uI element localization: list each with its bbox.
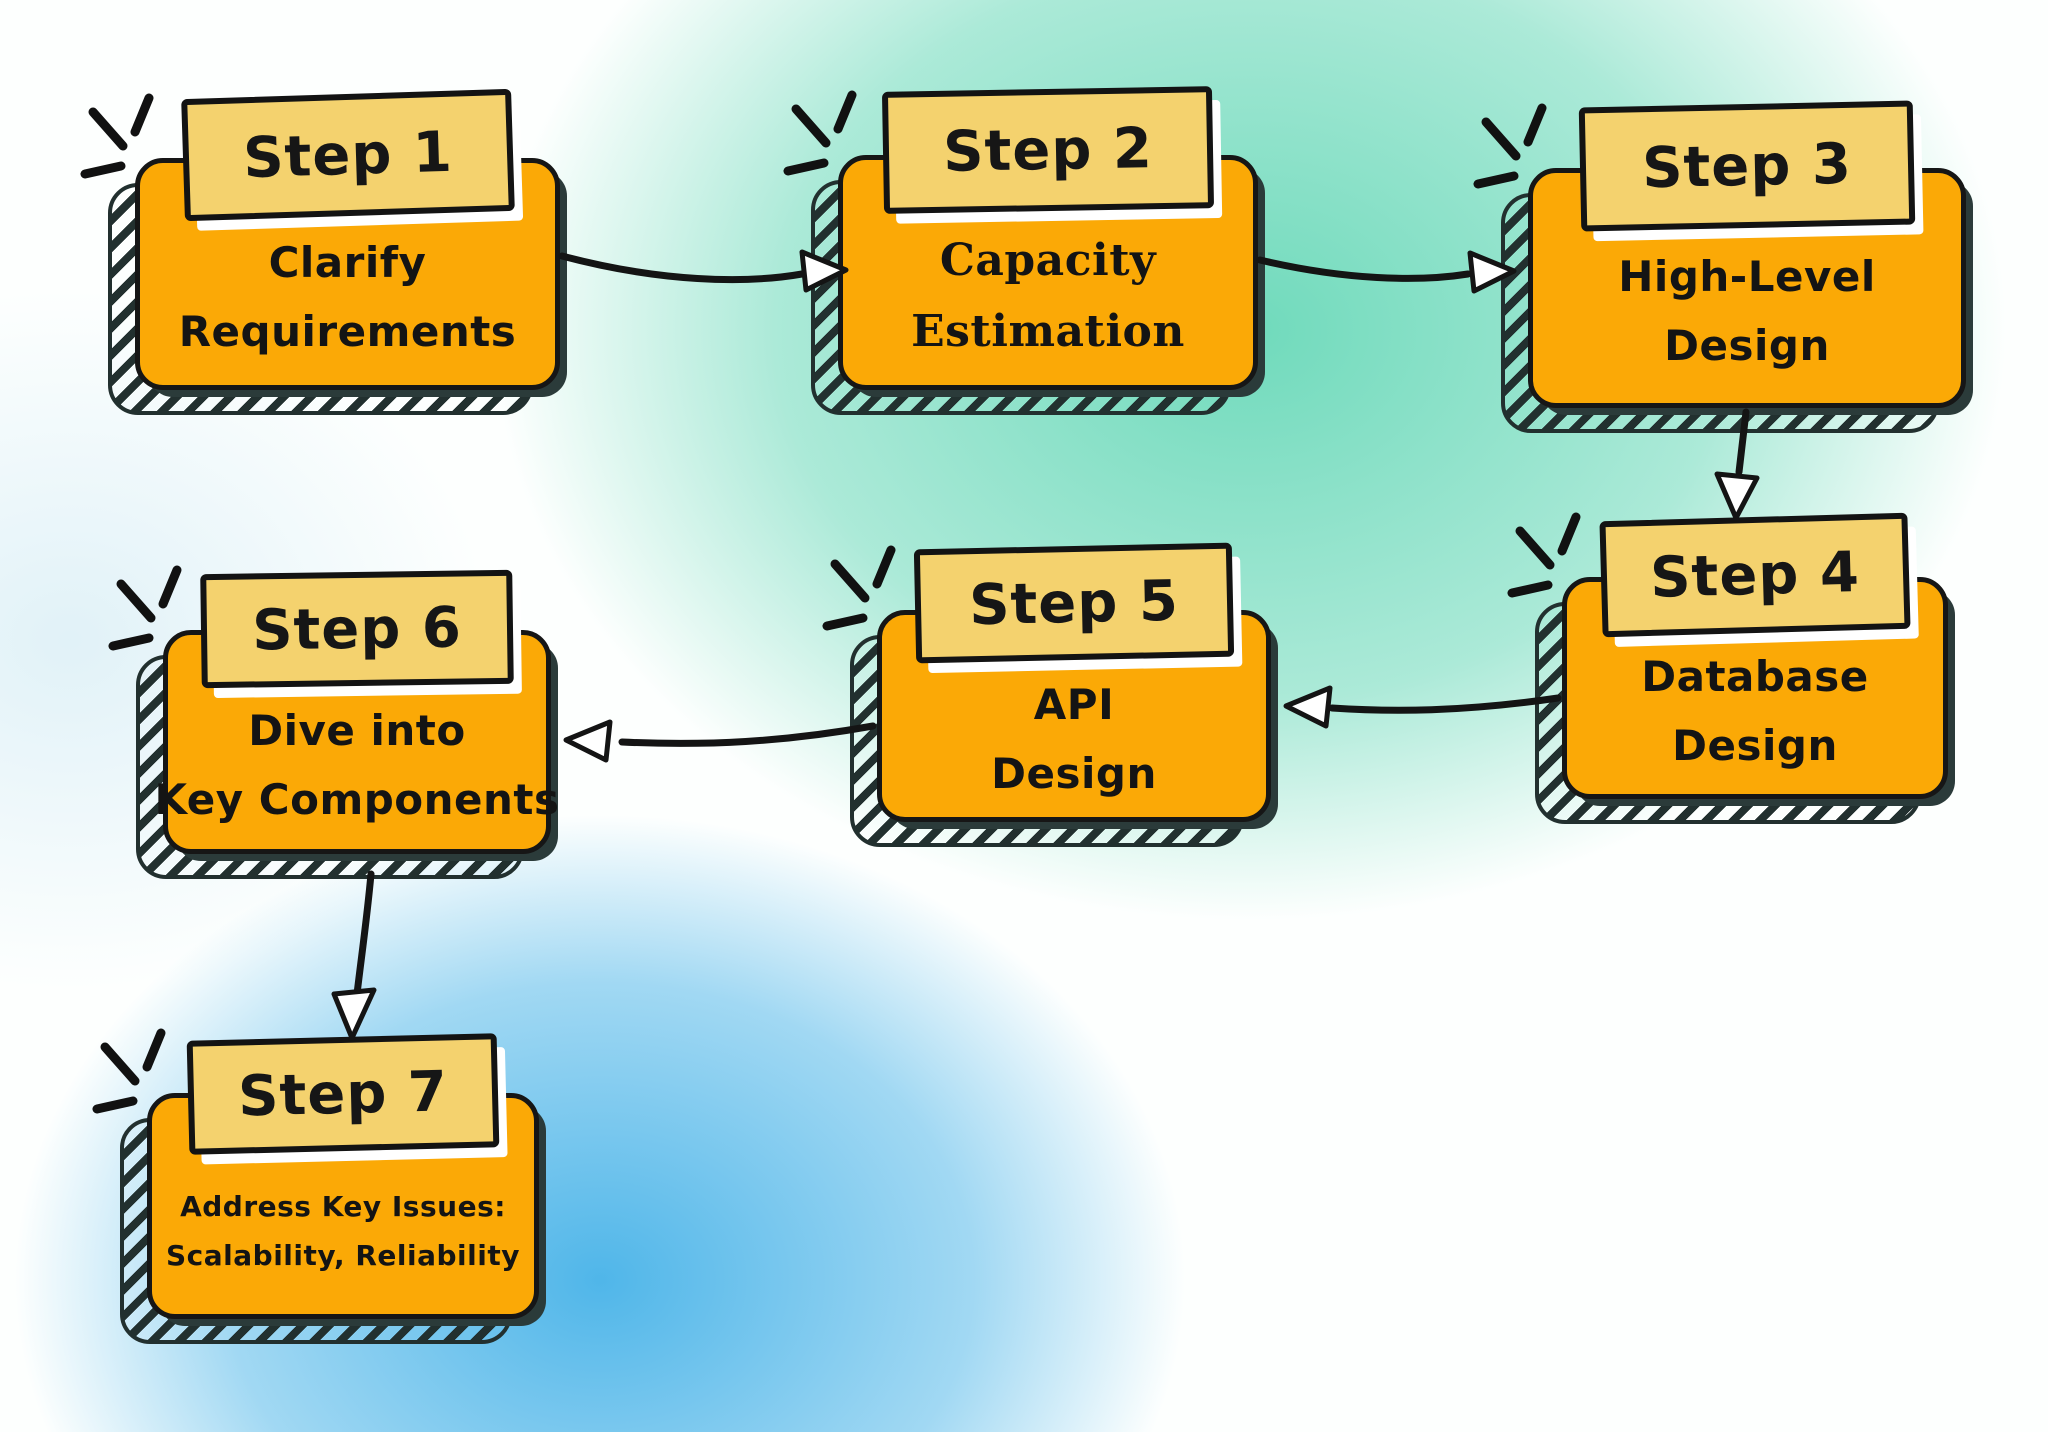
arrow-step6-to-step7: [331, 870, 377, 1041]
step-badge: Step 5: [913, 542, 1235, 664]
step-badge: Step 7: [186, 1033, 500, 1155]
step-text-line: Requirements: [178, 307, 517, 356]
sparkle-icon: [92, 1028, 166, 1114]
sparkle-icon: [1507, 512, 1581, 598]
step-node-7: Address Key Issues: Scalability, Reliabi…: [92, 1028, 539, 1344]
step-text-line: Capacity: [939, 234, 1157, 286]
step-text-line: Scalability, Reliability: [166, 1239, 520, 1272]
step-badge-label: Step 6: [251, 595, 463, 663]
arrow-step4-to-step5: [1283, 685, 1562, 729]
step-node-3: High-Level Design Step 3: [1473, 100, 1966, 433]
step-text-line: Dive into: [248, 706, 466, 755]
sparkle-icon: [108, 565, 182, 651]
step-text-line: Address Key Issues:: [180, 1190, 506, 1223]
arrow-step1-to-step2: [558, 249, 849, 293]
step-badge: Step 4: [1599, 512, 1911, 638]
step-badge-label: Step 7: [237, 1058, 449, 1130]
arrow-step2-to-step3: [1256, 250, 1517, 294]
step-text-line: Database: [1641, 652, 1869, 701]
step-node-5: API Design Step 5: [822, 542, 1271, 847]
step-text-line: Design: [991, 749, 1157, 798]
step-node-6: Dive into Key Components Step 6: [108, 565, 559, 879]
step-badge: Step 2: [881, 86, 1215, 214]
step-node-2: Capacity Estimation Step 2: [783, 86, 1258, 415]
step-text-line: High-Level: [1618, 252, 1876, 301]
step-badge: Step 3: [1578, 100, 1916, 232]
step-text-line: Clarify: [268, 238, 427, 287]
step-text-line: Design: [1672, 721, 1838, 770]
step-text-line: Design: [1664, 321, 1830, 370]
step-badge: Step 1: [180, 88, 515, 222]
step-text-line: Estimation: [911, 305, 1185, 357]
step-text-line: Key Components: [154, 775, 560, 824]
step-node-1: Clarify Requirements Step 1: [80, 88, 560, 415]
step-badge-label: Step 4: [1649, 539, 1861, 611]
step-text-line: API: [1033, 680, 1115, 729]
step-badge-label: Step 3: [1641, 131, 1853, 201]
sparkle-icon: [822, 545, 896, 631]
step-badge-label: Step 1: [241, 119, 454, 191]
step-badge-label: Step 2: [942, 115, 1154, 185]
arrow-step5-to-step6: [563, 719, 877, 763]
sparkle-icon: [783, 90, 857, 176]
step-node-4: Database Design Step 4: [1507, 512, 1948, 824]
step-badge: Step 6: [200, 569, 514, 689]
step-badge-label: Step 5: [968, 568, 1180, 638]
sparkle-icon: [80, 93, 154, 179]
sparkle-icon: [1473, 103, 1547, 189]
